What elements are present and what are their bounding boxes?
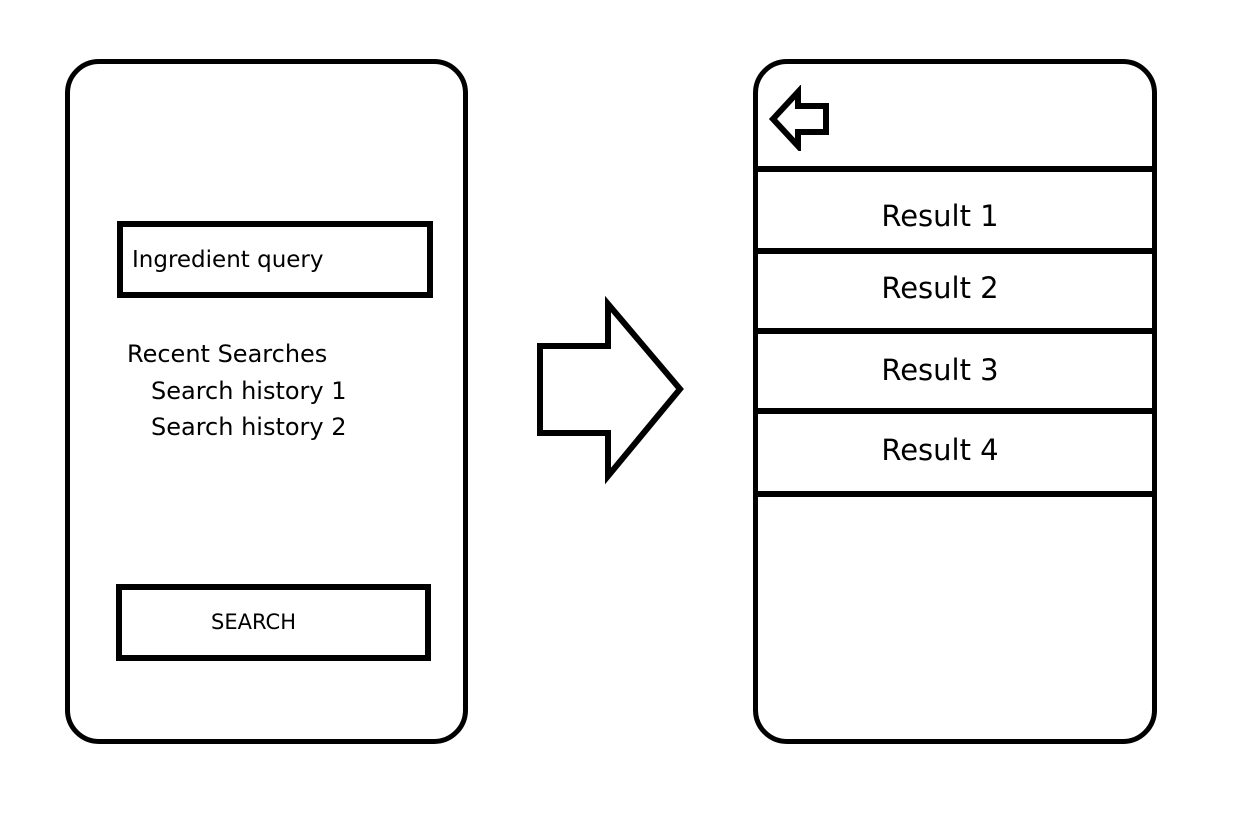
search-screen-phone: Recent Searches Search history 1 Search … xyxy=(65,59,468,744)
search-history-item[interactable]: Search history 1 xyxy=(151,377,347,405)
recent-searches-heading: Recent Searches xyxy=(127,340,328,368)
search-history-item[interactable]: Search history 2 xyxy=(151,413,347,441)
header-divider xyxy=(758,166,1152,172)
result-row[interactable]: Result 3 xyxy=(758,334,1152,414)
right-arrow-icon xyxy=(537,296,684,485)
ingredient-query-input[interactable] xyxy=(117,221,433,298)
search-button[interactable]: SEARCH xyxy=(116,584,431,661)
result-row[interactable]: Result 2 xyxy=(758,254,1152,334)
result-row[interactable]: Result 4 xyxy=(758,414,1152,497)
result-row[interactable]: Result 1 xyxy=(758,172,1152,254)
results-screen-phone: Result 1 Result 2 Result 3 Result 4 xyxy=(753,59,1157,744)
back-arrow-icon[interactable] xyxy=(768,85,834,151)
